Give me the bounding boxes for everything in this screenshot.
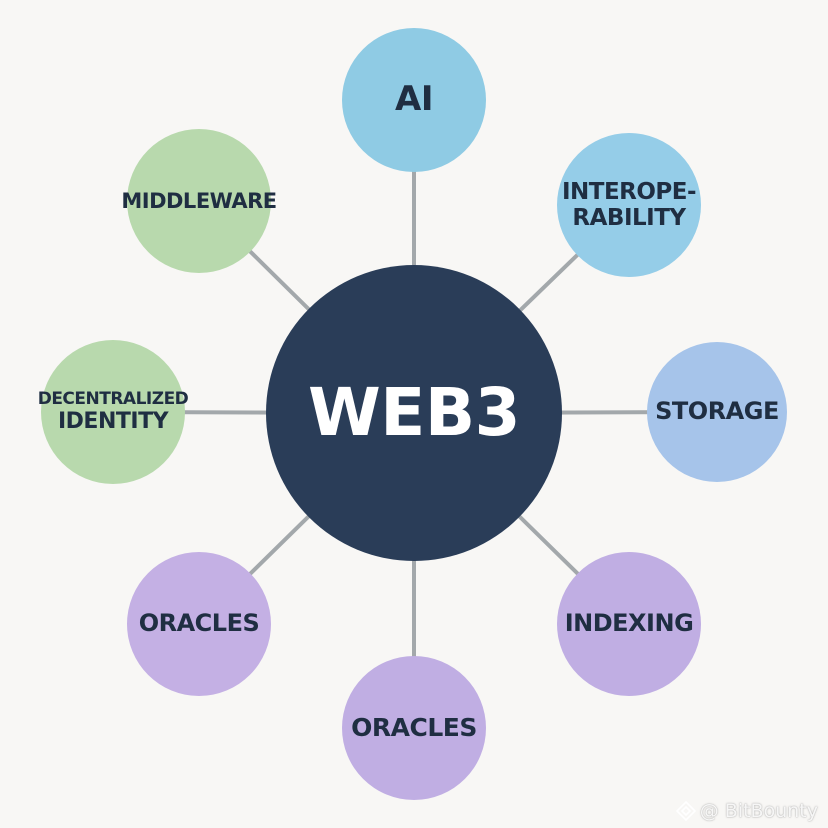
node-label: STORAGE (655, 397, 779, 426)
node-label: ORACLES (351, 712, 477, 742)
node-label: IDENTITY (57, 409, 169, 435)
node-label: RABILITY (572, 205, 686, 231)
node-ai: AI (342, 28, 486, 172)
node-label: INTEROPE- (561, 178, 697, 205)
node-middleware: MIDDLEWARE (121, 129, 277, 273)
watermark-text: @ BitBounty (699, 800, 818, 822)
watermark: @ BitBounty (675, 800, 818, 822)
node-label: DECENTRALIZED (37, 388, 189, 409)
hub-web3: WEB3 (266, 265, 562, 561)
hub-label: WEB3 (307, 374, 521, 452)
node-interoperability: INTEROPE-RABILITY (557, 133, 701, 277)
node-oracles-left: ORACLES (127, 552, 271, 696)
node-indexing: INDEXING (557, 552, 701, 696)
node-label: MIDDLEWARE (121, 188, 277, 213)
node-label: ORACLES (138, 609, 260, 638)
diamond-logo-icon (675, 801, 696, 821)
node-oracles-bottom: ORACLES (342, 656, 486, 800)
node-label: INDEXING (564, 609, 694, 638)
node-label: AI (395, 79, 433, 120)
node-storage: STORAGE (647, 342, 787, 482)
